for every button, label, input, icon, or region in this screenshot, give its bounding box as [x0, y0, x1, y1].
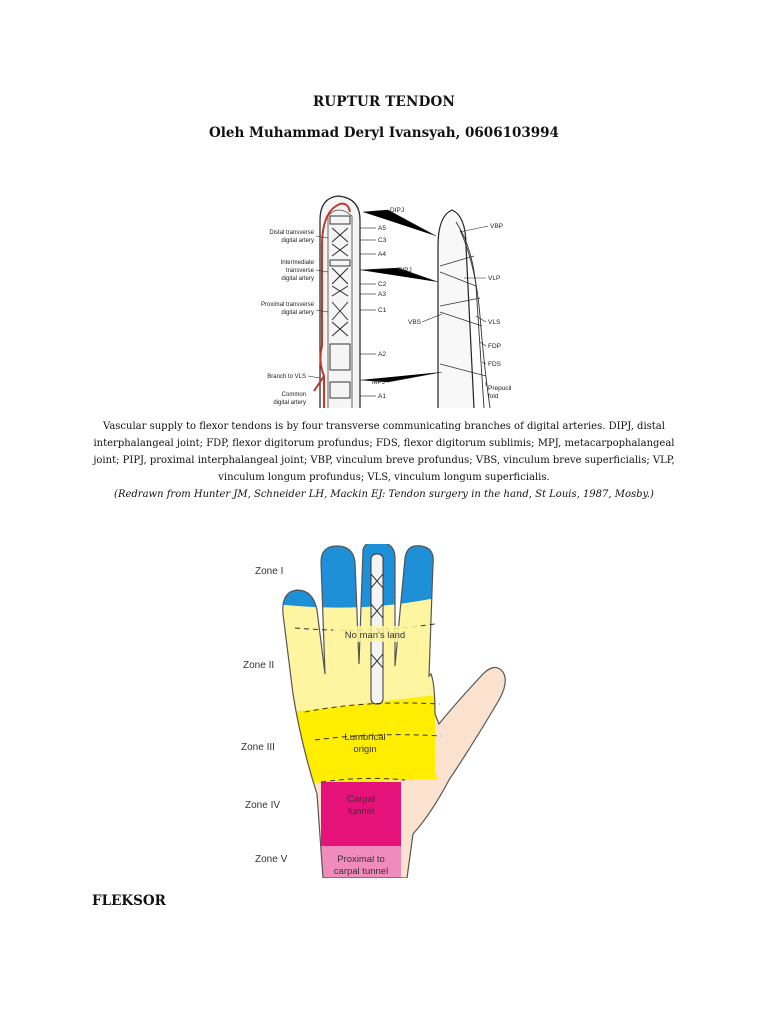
label-a4: A4	[378, 251, 386, 258]
document-title: RUPTUR TENDON	[313, 94, 455, 110]
carpal-label-2: tunnel	[348, 806, 374, 817]
zone4-label: Zone IV	[245, 800, 280, 811]
label-c3: C3	[378, 237, 387, 244]
zone2-label: Zone II	[243, 660, 274, 671]
label-common-artery-1: Common	[282, 392, 306, 398]
zone5-label: Zone V	[255, 854, 288, 865]
zone4-region	[321, 782, 401, 846]
label-vbp: VBP	[490, 223, 503, 230]
label-distal-artery-1: Distal transverse	[269, 230, 314, 236]
label-branch-vls: Branch to VLS	[267, 374, 306, 380]
zone2-region	[282, 596, 445, 714]
carpal-label-1: Carpal	[347, 794, 375, 805]
caption-text: Vascular supply to flexor tendons is by …	[93, 421, 675, 483]
label-intermediate-artery-2: transverse	[286, 268, 315, 274]
label-c2: C2	[378, 281, 387, 288]
lumbrical-label-2: origin	[353, 744, 376, 755]
section-heading: FLEKSOR	[92, 893, 166, 909]
label-proximal-artery-2: digital artery	[281, 310, 314, 316]
label-prepucil-1: Prepucil	[488, 385, 512, 392]
label-proximal-artery-1: Proximal transverse	[261, 302, 315, 308]
zone3-region	[282, 694, 445, 784]
label-vls: VLS	[488, 319, 501, 326]
label-a2: A2	[378, 351, 386, 358]
label-prepucil-2: fold	[488, 393, 499, 400]
label-mpj: MPJ	[372, 379, 385, 386]
label-pipj: PIPJ	[398, 267, 412, 274]
label-fdp: FDP	[488, 343, 501, 350]
label-c1: C1	[378, 307, 387, 314]
no-mans-land-label: No man's land	[345, 630, 405, 641]
proximal-label-1: Proximal to	[337, 854, 385, 865]
label-a1: A1	[378, 393, 386, 400]
lumbrical-label-1: Lumbrical	[344, 732, 385, 743]
document-author: Oleh Muhammad Deryl Ivansyah, 0606103994	[209, 125, 559, 141]
caption-source: (Redrawn from Hunter JM, Schneider LH, M…	[114, 489, 654, 500]
proximal-label-2: carpal tunnel	[334, 866, 388, 877]
artery-line	[319, 202, 351, 408]
label-a5: A5	[378, 225, 386, 232]
label-common-artery-2: digital artery	[273, 400, 306, 406]
label-fds: FDS	[488, 361, 502, 368]
label-vlp: VLP	[488, 275, 500, 282]
label-dipj: DIPJ	[390, 207, 404, 214]
zone3-label: Zone III	[241, 742, 275, 753]
zone1-label: Zone I	[255, 566, 283, 577]
label-a3: A3	[378, 291, 386, 298]
figure-caption: Vascular supply to flexor tendons is by …	[92, 418, 676, 503]
label-vbs: VBS	[408, 319, 422, 326]
label-intermediate-artery-1: Intermediate	[281, 260, 315, 266]
label-intermediate-artery-3: digital artery	[281, 276, 314, 282]
zone5-region	[321, 846, 401, 878]
hand-zones-diagram: Zone I Zone II Zone III Zone IV Zone V N…	[241, 544, 506, 878]
label-distal-artery-2: digital artery	[281, 238, 314, 244]
tendon-vascular-diagram: Distal transverse digital artery Interme…	[261, 195, 512, 408]
